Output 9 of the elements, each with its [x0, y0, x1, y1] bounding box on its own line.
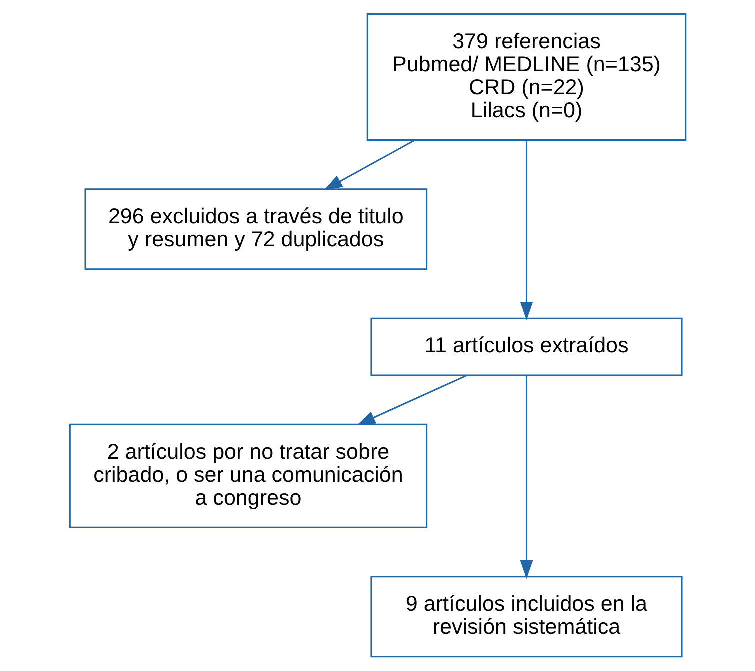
node-box: 2 artículos por no tratar sobre cribado, o ser una comunicación a congreso: [68, 424, 428, 528]
arrow: [356, 374, 467, 426]
arrow: [520, 140, 533, 320]
node-box: 9 artículos incluidos en la revisión sistemática: [370, 576, 682, 658]
node-box: 296 excluidos a través de titulo y resumen y 72 duplicados: [84, 188, 428, 270]
node-box: 379 referencias Pubmed/ MEDLINE (n=135) CRD (n=22) Lilacs (n=0): [366, 13, 686, 142]
node-box: 11 artículos extraídos: [370, 318, 682, 376]
arrow: [324, 140, 415, 190]
arrow: [520, 376, 533, 579]
